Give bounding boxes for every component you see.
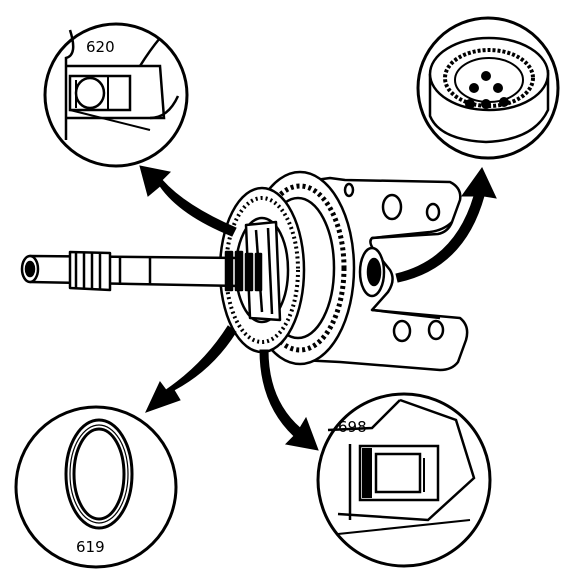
arrow-bottom-right-icon: [259, 349, 319, 451]
o-ring-closeup-icon: [14, 405, 178, 569]
input-shaft: [20, 250, 263, 292]
arrow-top-right-icon: [395, 167, 497, 283]
snap-ring-closeup-icon: [316, 392, 492, 568]
callout-arrows: [139, 165, 497, 451]
part-number-619: 619: [76, 538, 105, 556]
part-number-620: 620: [86, 38, 115, 56]
arrow-bottom-left-icon: [145, 325, 237, 413]
seal-ring-closeup-icon: [43, 22, 189, 168]
arrow-top-left-icon: [139, 165, 237, 237]
needle-bearing-closeup-icon: [416, 16, 560, 160]
part-number-698: 698: [338, 418, 367, 436]
gear-shaft-assembly-icon: [20, 170, 469, 372]
